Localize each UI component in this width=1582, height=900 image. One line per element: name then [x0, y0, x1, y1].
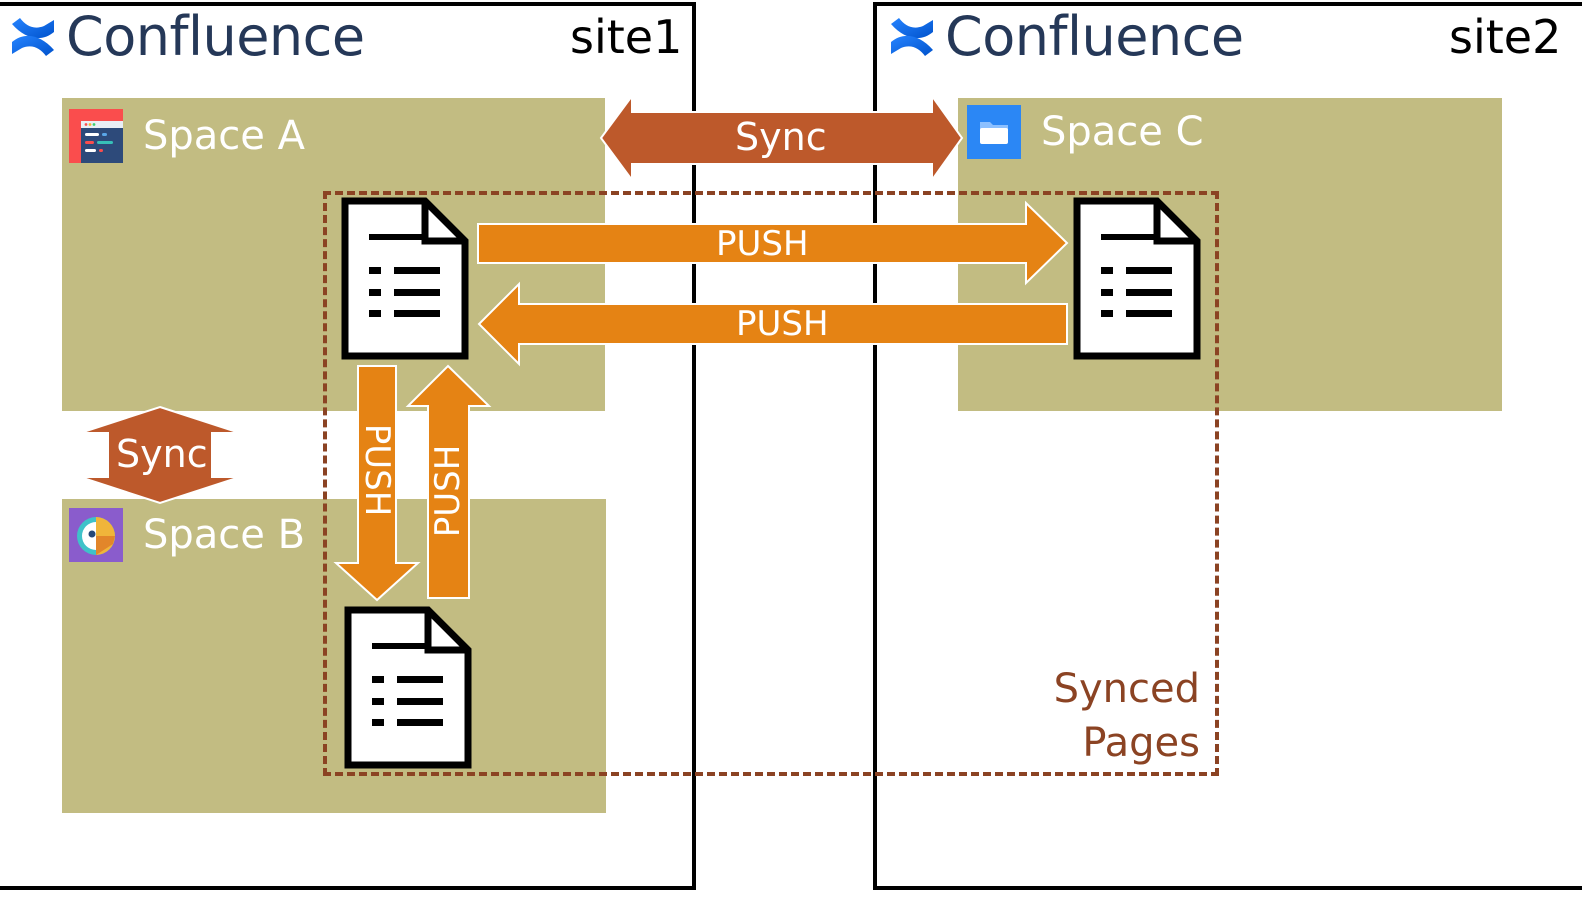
push-a-to-b-label: PUSH — [357, 423, 397, 517]
push-b-to-a-label: PUSH — [428, 444, 468, 538]
site1-label: site1 — [570, 10, 683, 64]
sync-spaces-label: Sync — [116, 432, 208, 476]
site2-label: site2 — [1449, 10, 1562, 64]
page-icon-space-b — [344, 606, 472, 769]
page-icon-space-c — [1073, 197, 1201, 360]
synced-label-line1: Synced — [1053, 666, 1200, 712]
space-c-title[interactable]: Space C — [967, 105, 1204, 159]
synced-pages-label: Synced Pages — [1050, 662, 1200, 770]
site2-brand-name: Confluence — [945, 5, 1244, 68]
space-b[interactable] — [62, 499, 606, 813]
push-b-to-a-arrow — [405, 364, 492, 599]
synced-pages-group — [323, 191, 1219, 776]
space-c-name: Space C — [1041, 109, 1204, 155]
sync-sites-arrow — [599, 92, 964, 184]
site2-confluence-logo: Confluence — [887, 10, 1244, 64]
parrot-icon — [69, 508, 123, 562]
confluence-logo-icon — [12, 18, 54, 56]
push-c-to-a-label: PUSH — [736, 304, 829, 344]
push-c-to-a-arrow — [477, 281, 1068, 367]
sync-sites-label: Sync — [735, 115, 827, 159]
push-a-to-c-arrow — [477, 200, 1069, 286]
synced-label-line2: Pages — [1082, 720, 1200, 766]
code-editor-icon — [69, 109, 123, 163]
folder-icon — [967, 105, 1021, 159]
site1-brand-name: Confluence — [66, 5, 365, 68]
site1-confluence-logo: Confluence — [8, 10, 365, 64]
space-b-title[interactable]: Space B — [69, 508, 305, 562]
push-a-to-b-arrow — [333, 365, 421, 602]
space-a-name: Space A — [143, 113, 305, 159]
confluence-logo-icon — [891, 18, 933, 56]
push-a-to-c-label: PUSH — [716, 224, 809, 264]
sync-spaces-arrow — [79, 405, 241, 505]
space-b-name: Space B — [143, 512, 306, 558]
page-icon-space-a — [341, 197, 469, 360]
space-a-title[interactable]: Space A — [69, 109, 305, 163]
